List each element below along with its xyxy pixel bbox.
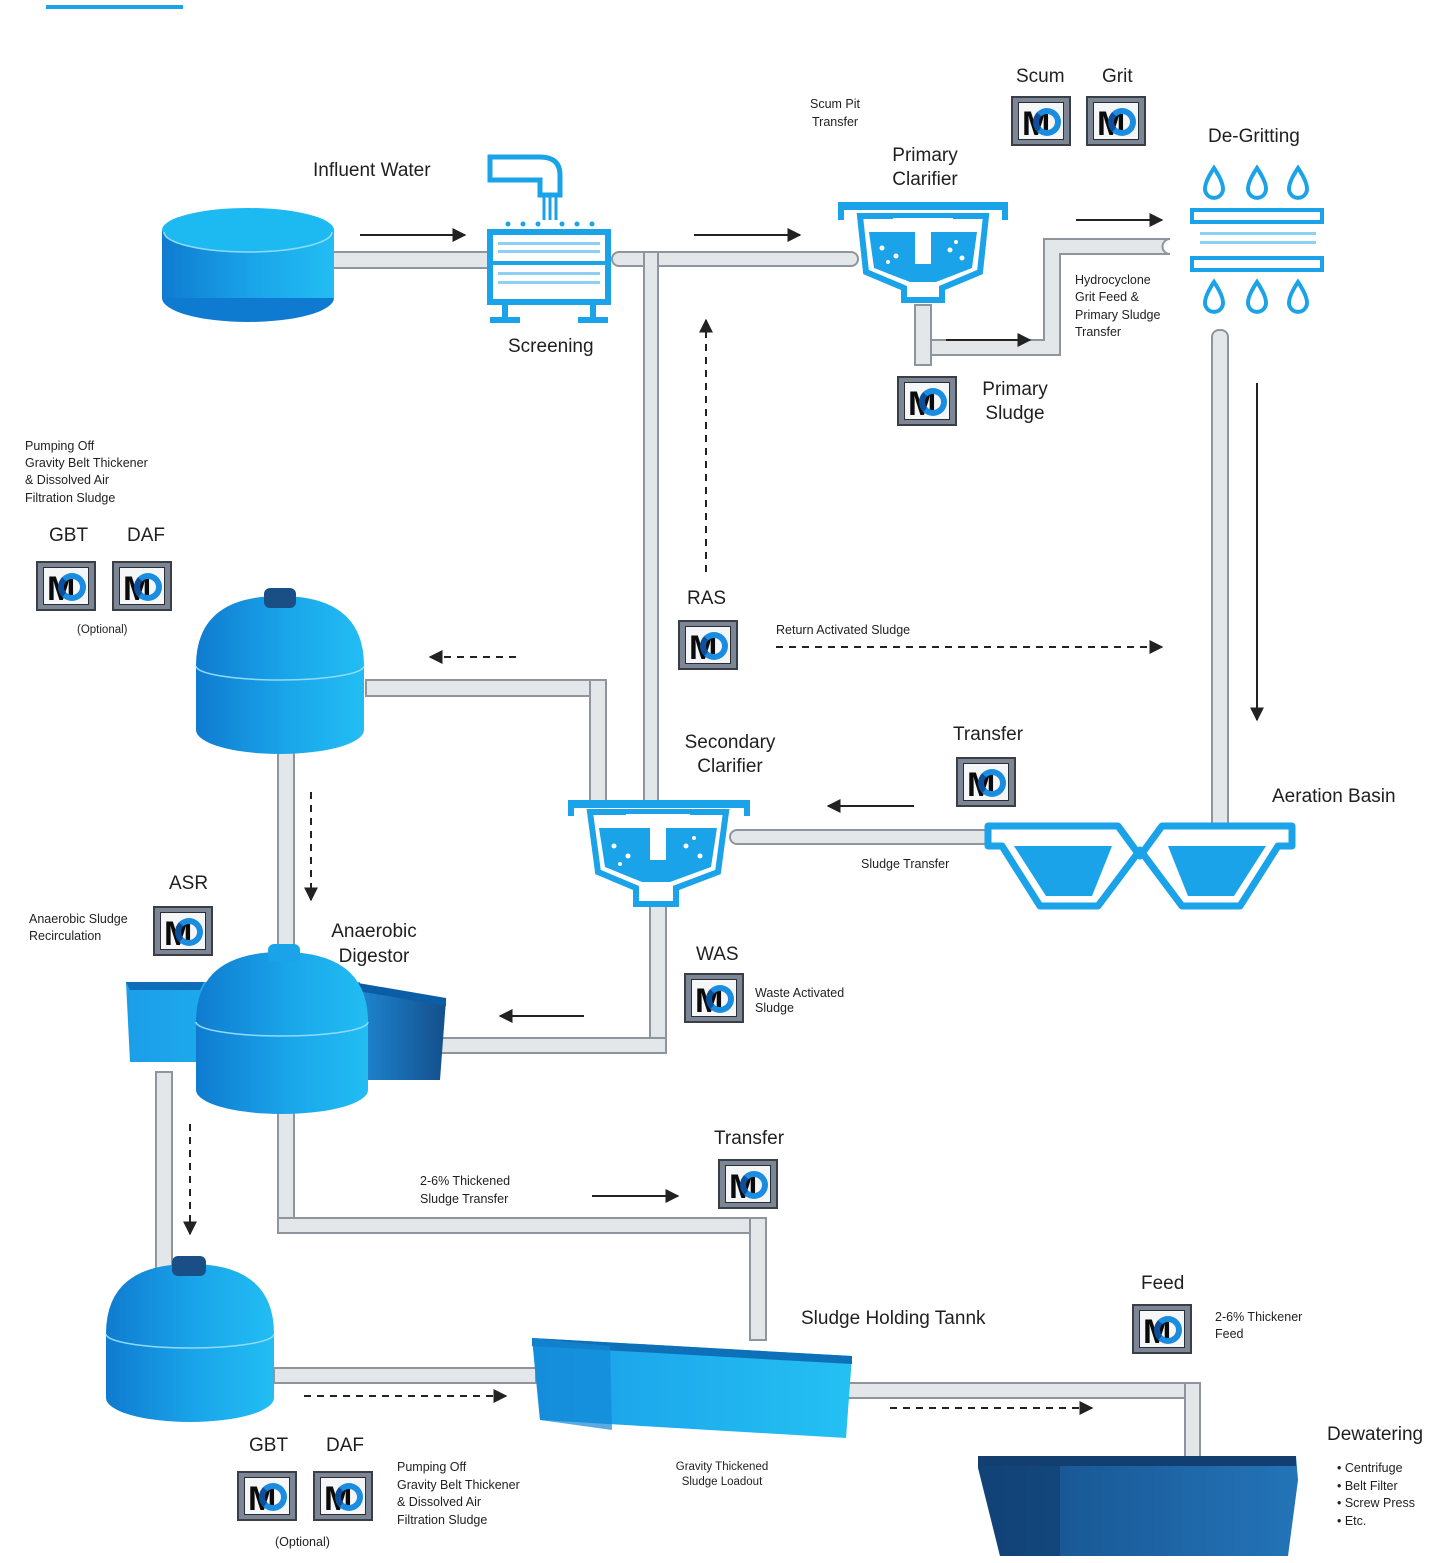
pump-logo-icon: M — [1011, 96, 1071, 146]
screening-unit — [487, 154, 611, 323]
anaerobic-digestor-label-1: Anaerobic — [331, 921, 417, 942]
de-gritting-dots — [1200, 232, 1316, 244]
pump-logo-icon: M — [897, 376, 957, 426]
dewatering-label: Dewatering — [1327, 1424, 1424, 1445]
waste-activated-label-2: Sludge — [755, 1001, 794, 1015]
gbt-bottom-label: GBT — [249, 1435, 289, 1456]
thickened-label-2: Sludge Transfer — [420, 1192, 509, 1206]
gbt-tank-top — [195, 588, 365, 754]
asr-label: ASR — [169, 873, 209, 894]
pumping-bottom-label-1: Pumping Off — [397, 1460, 467, 1474]
pump-logo-icon: M — [36, 561, 96, 611]
gravity-thickened-label-2: Sludge Loadout — [681, 1476, 763, 1488]
anaerobic-digestor-label-2: Digestor — [338, 946, 410, 967]
sludge-transfer-label: Sludge Transfer — [861, 857, 950, 871]
pumping-top-label-4: Filtration Sludge — [25, 491, 116, 505]
gbt-tank-bottom — [105, 1256, 275, 1422]
pump-logo-icon: M — [1086, 96, 1146, 146]
gbt-top-label: GBT — [49, 525, 89, 546]
was-label: WAS — [696, 944, 739, 965]
pumping-bottom-label-4: Filtration Sludge — [397, 1513, 488, 1527]
influent-water-label: Influent Water — [313, 160, 431, 181]
grit-label: Grit — [1102, 66, 1133, 87]
pumping-top-label-1: Pumping Off — [25, 439, 95, 453]
screening-dots — [498, 242, 600, 284]
dewatering-option: • Etc. — [1337, 1513, 1367, 1528]
optional-top-label: (Optional) — [77, 624, 128, 636]
dewatering-tank — [978, 1456, 1298, 1556]
de-gritting-unit — [1190, 164, 1324, 314]
pump-logo-icon: M — [956, 757, 1016, 807]
thickener-feed-label-2: Feed — [1215, 1327, 1244, 1341]
pump-logo-icon: M — [313, 1471, 373, 1521]
aeration-basin-label: Aeration Basin — [1272, 786, 1396, 807]
pump-logo-icon: M — [684, 973, 744, 1023]
optional-bottom-label: (Optional) — [275, 1535, 330, 1549]
dewatering-option: • Belt Filter — [1337, 1478, 1398, 1493]
pumping-top-label-2: Gravity Belt Thickener — [25, 456, 148, 470]
scum-label: Scum — [1016, 66, 1065, 87]
accent-bar — [46, 5, 183, 9]
screening-label: Screening — [508, 336, 594, 357]
hydrocyclone-label-1: Hydrocyclone — [1075, 273, 1151, 287]
flow-arrows — [183, 213, 1264, 1415]
pump-logo-icon: M — [678, 620, 738, 670]
ras-label: RAS — [687, 588, 727, 609]
primary-sludge-label-2: Sludge — [985, 403, 1045, 424]
thickener-feed-label-1: 2-6% Thickener — [1215, 1310, 1303, 1324]
pipes — [155, 238, 1229, 1459]
primary-clarifier — [838, 202, 1008, 303]
pump-logo-icon: M — [1132, 1304, 1192, 1354]
de-gritting-label: De-Gritting — [1208, 126, 1300, 147]
pump-logo-icon: M — [112, 561, 172, 611]
anaerobic-digestor — [126, 944, 446, 1114]
scum-pit-label-2: Transfer — [812, 115, 859, 129]
transfer-mid-label: Transfer — [953, 724, 1024, 745]
scum-pit-label-1: Scum Pit — [810, 97, 861, 111]
anaerobic-recirc-label-1: Anaerobic Sludge — [29, 912, 128, 926]
aeration-basin — [984, 822, 1296, 910]
feed-label: Feed — [1141, 1273, 1185, 1294]
thickened-label-1: 2-6% Thickened — [420, 1174, 511, 1188]
daf-bottom-label: DAF — [326, 1435, 364, 1456]
pump-logo-icon: M — [237, 1471, 297, 1521]
anaerobic-recirc-label-2: Recirculation — [29, 929, 102, 943]
secondary-clarifier-label-1: Secondary — [684, 732, 776, 753]
pump-logo-icon: M — [153, 906, 213, 956]
sludge-holding-tank — [532, 1338, 852, 1438]
hydrocyclone-label-3: Primary Sludge — [1075, 308, 1161, 322]
pumping-bottom-label-2: Gravity Belt Thickener — [397, 1478, 520, 1492]
influent-tank — [162, 208, 334, 322]
return-activated-sludge-label: Return Activated Sludge — [776, 623, 911, 637]
sludge-holding-tank-label: Sludge Holding Tannk — [801, 1308, 986, 1329]
gravity-thickened-label-1: Gravity Thickened — [675, 1461, 769, 1473]
primary-sludge-label-1: Primary — [982, 379, 1048, 400]
secondary-clarifier-label-2: Clarifier — [697, 756, 763, 777]
waste-activated-label-1: Waste Activated — [755, 986, 845, 1000]
transfer-low-label: Transfer — [714, 1128, 785, 1149]
dewatering-option: • Centrifuge — [1337, 1461, 1403, 1475]
pumping-bottom-label-3: & Dissolved Air — [397, 1495, 482, 1509]
daf-top-label: DAF — [127, 525, 165, 546]
dewatering-options-list: • Centrifuge • Belt Filter • Screw Press… — [1337, 1460, 1415, 1530]
hydrocyclone-label-4: Transfer — [1075, 325, 1122, 339]
primary-clarifier-label-1: Primary — [892, 145, 958, 166]
dewatering-option: • Screw Press — [1337, 1496, 1416, 1510]
pumping-top-label-3: & Dissolved Air — [25, 473, 110, 487]
hydrocyclone-label-2: Grit Feed & — [1075, 290, 1139, 304]
pump-logo-icon: M — [718, 1159, 778, 1209]
primary-clarifier-label-2: Clarifier — [892, 169, 958, 190]
secondary-clarifier — [568, 800, 750, 907]
